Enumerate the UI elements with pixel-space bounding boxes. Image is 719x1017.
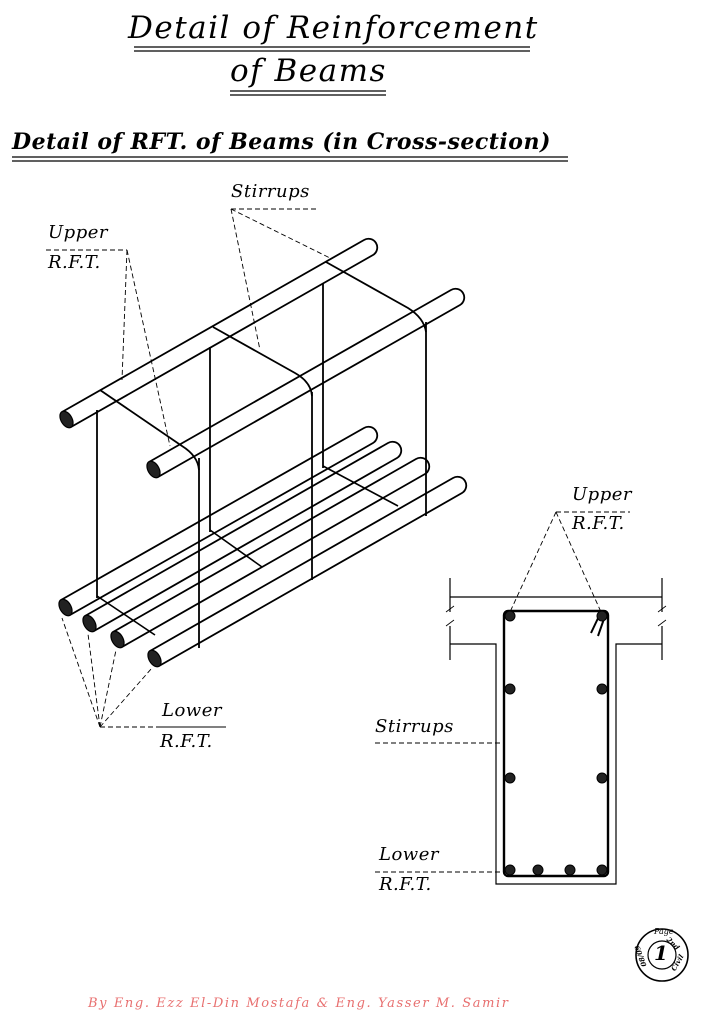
bar-end-caps [58,410,162,668]
stirrup-top-bars [99,261,427,471]
section-lower-rft-label-2: R.F.T. [379,874,432,895]
iso-stirrups-label: Stirrups [231,181,310,202]
section-rebars [504,610,608,876]
iso-upper-rft-label-1: Upper [48,222,108,243]
iso-upper-rft-label-2: R.F.T. [48,252,101,273]
title-underlines [12,46,568,162]
slab-and-web-outline [445,578,667,885]
iso-lower-rft-label-1: Lower [162,700,222,721]
section-leaders [375,511,630,873]
cross-section [375,511,667,885]
stirrup-bottom-bars [96,465,399,636]
stirrup-outline [502,609,610,878]
section-stirrups-label: Stirrups [375,716,454,737]
iso-lower-rft-label-2: R.F.T. [160,731,213,752]
section-upper-rft-label-2: R.F.T. [572,513,625,534]
isometric-cage [46,208,468,728]
footer-credits: By Eng. Ezz El-Din Mostafa & Eng. Yasser… [88,996,510,1011]
page-title-line1: Detail of Reinforcement [128,10,539,46]
badge-page-label: Page [654,927,674,936]
badge-page-number: 1 [654,941,668,965]
section-lower-rft-label-1: Lower [379,844,439,865]
upper-bars [61,237,466,478]
stirrup-verticals [96,283,427,648]
section-title: Detail of RFT. of Beams (in Cross-sectio… [12,129,551,155]
page-title-line2: of Beams [230,53,387,89]
lower-bars [60,425,468,667]
page-badge [635,928,689,982]
section-upper-rft-label-1: Upper [572,484,632,505]
